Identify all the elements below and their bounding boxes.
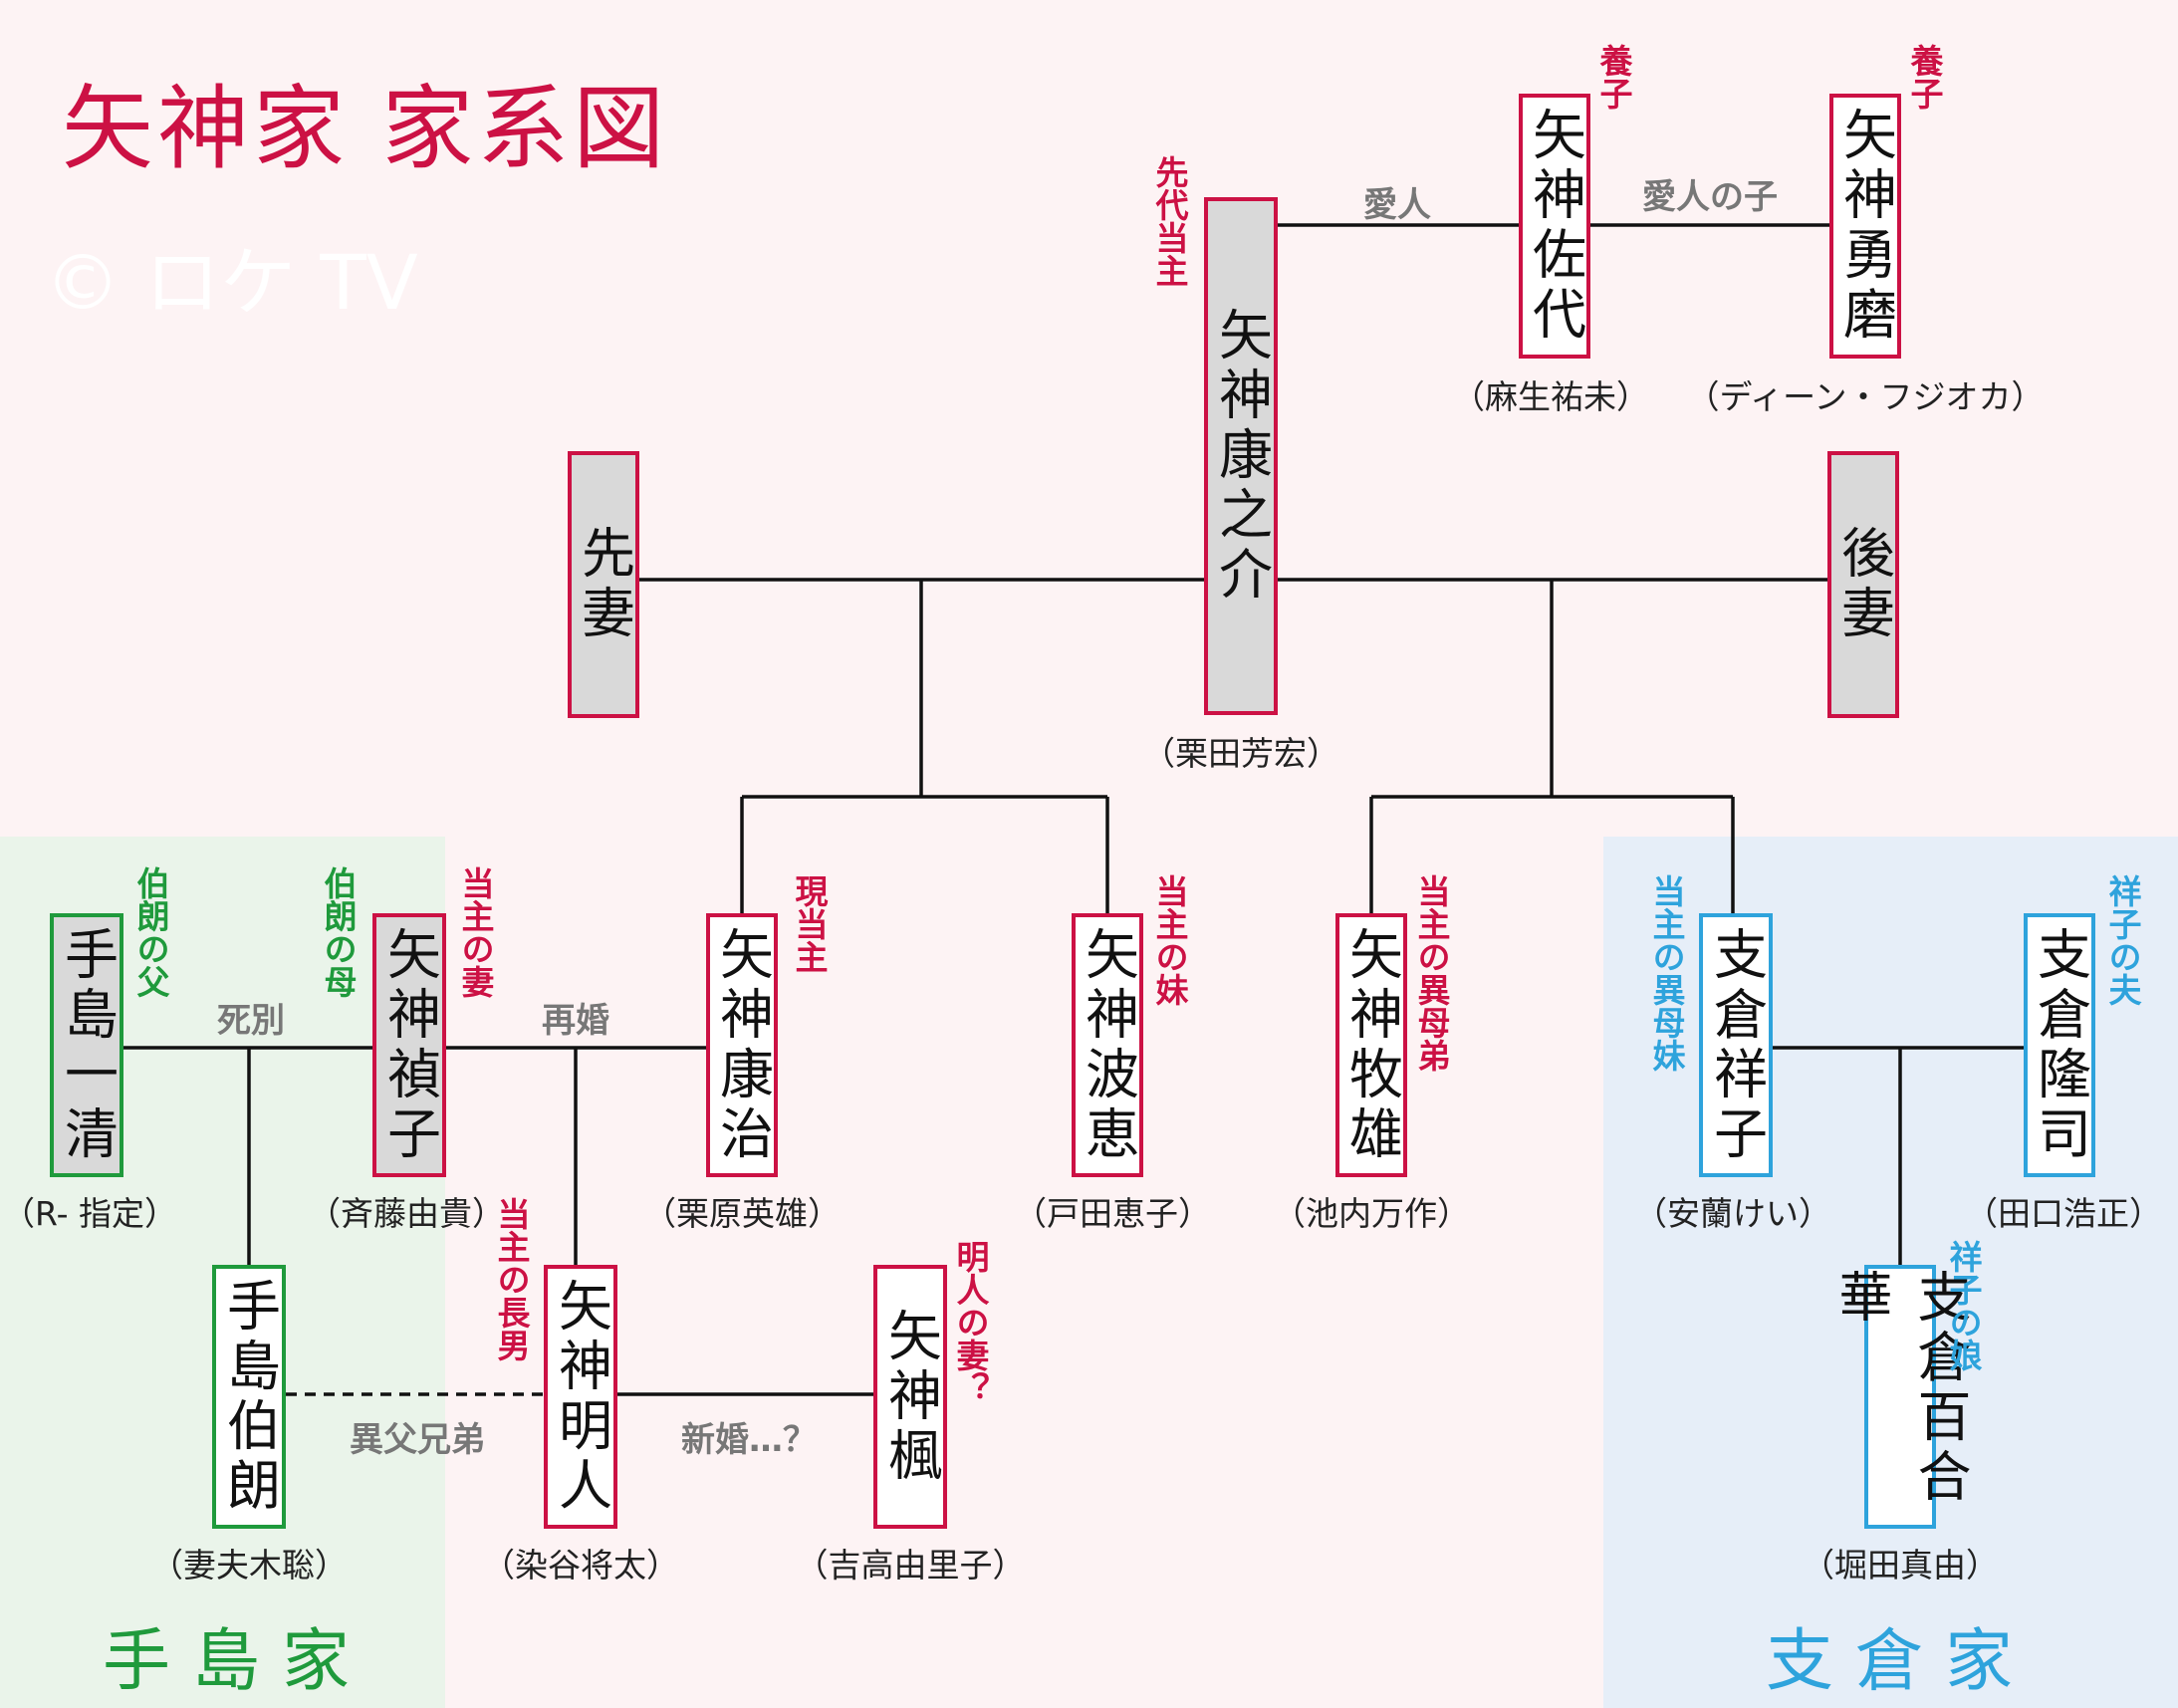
actor-yuma: （ディーン・フジオカ） <box>1686 377 2045 416</box>
person-box-second-wife[interactable]: 後妻 <box>1827 451 1899 718</box>
person-box-yasunosuke[interactable]: 矢神康之介 <box>1204 197 1278 715</box>
role-saki: 養子 <box>1594 44 1633 110</box>
person-box-akito[interactable]: 矢神明人 <box>544 1265 617 1529</box>
actor-akito: （染谷将太） <box>482 1546 679 1585</box>
actor-namie: （戸田恵子） <box>1014 1194 1211 1233</box>
page-title: 矢神家 家系図 <box>62 76 669 182</box>
role-shoko: 当主の異母妹 <box>1647 874 1686 1072</box>
actor-yasuharu: （栗原英雄） <box>643 1194 841 1233</box>
relation-lover: 愛人 <box>1363 185 1431 225</box>
person-box-yurika[interactable]: 支倉百合華 <box>1829 1265 1971 1529</box>
person-box-teiko[interactable]: 矢神禎子 <box>372 913 446 1177</box>
actor-makio: （池内万作） <box>1273 1194 1470 1233</box>
role-yasuharu: 現当主 <box>790 874 829 973</box>
relation-lovers-child: 愛人の子 <box>1642 177 1778 217</box>
actor-teiko: （斉藤由貴） <box>308 1194 505 1233</box>
person-box-kazukiyo[interactable]: 手島一清 <box>50 913 123 1177</box>
actor-yurika: （堀田真由） <box>1802 1546 1999 1585</box>
relation-half-brothers: 異父兄弟 <box>350 1420 485 1460</box>
person-box-first-wife[interactable]: 先妻 <box>568 451 639 718</box>
role-kaede: 明人の妻？ <box>951 1240 990 1404</box>
role-namie: 当主の妹 <box>1150 874 1189 1006</box>
family-label-shisokura: 支倉家 <box>1765 1622 2036 1701</box>
actor-yasunosuke: （栗田芳宏） <box>1142 734 1339 773</box>
role-teiko-wife: 当主の妻 <box>456 866 495 998</box>
relation-remarriage: 再婚 <box>542 1001 609 1041</box>
actor-shoko: （安蘭けい） <box>1634 1194 1831 1233</box>
role-yasunosuke: 先代当主 <box>1150 155 1189 287</box>
person-box-makio[interactable]: 矢神牧雄 <box>1335 913 1407 1177</box>
family-label-teshima: 手島家 <box>102 1622 372 1701</box>
role-akito: 当主の長男 <box>492 1197 531 1361</box>
person-box-yuma[interactable]: 矢神勇磨 <box>1829 94 1901 359</box>
person-box-yasuharu[interactable]: 矢神康治 <box>706 913 778 1177</box>
relation-newlywed: 新婚…？ <box>681 1420 817 1460</box>
actor-kazukiyo: （R- 指定） <box>2 1194 177 1233</box>
person-box-takashi[interactable]: 支倉隆司 <box>2024 913 2095 1177</box>
person-box-kaede[interactable]: 矢神楓 <box>873 1265 947 1529</box>
person-box-hakuro[interactable]: 手島伯朗 <box>212 1265 286 1529</box>
role-takashi: 祥子の夫 <box>2103 874 2142 1006</box>
relation-death: 死別 <box>217 1001 285 1041</box>
copyright-watermark: © ロケ TV <box>45 238 418 327</box>
person-box-shoko[interactable]: 支倉祥子 <box>1699 913 1773 1177</box>
role-yuma: 養子 <box>1905 44 1944 110</box>
actor-takashi: （田口浩正） <box>1965 1194 2162 1233</box>
role-kazukiyo: 伯朗の父 <box>131 866 170 998</box>
role-yurika: 祥子の娘 <box>1944 1240 1983 1371</box>
actor-kaede: （吉高由里子） <box>795 1546 1026 1585</box>
actor-saki: （麻生祐未） <box>1452 377 1649 416</box>
person-box-namie[interactable]: 矢神波恵 <box>1072 913 1143 1177</box>
role-teiko-mother: 伯朗の母 <box>319 866 358 998</box>
role-makio: 当主の異母弟 <box>1412 874 1451 1072</box>
actor-hakuro: （妻夫木聡） <box>150 1546 348 1585</box>
person-box-saki[interactable]: 矢神佐代 <box>1519 94 1590 359</box>
